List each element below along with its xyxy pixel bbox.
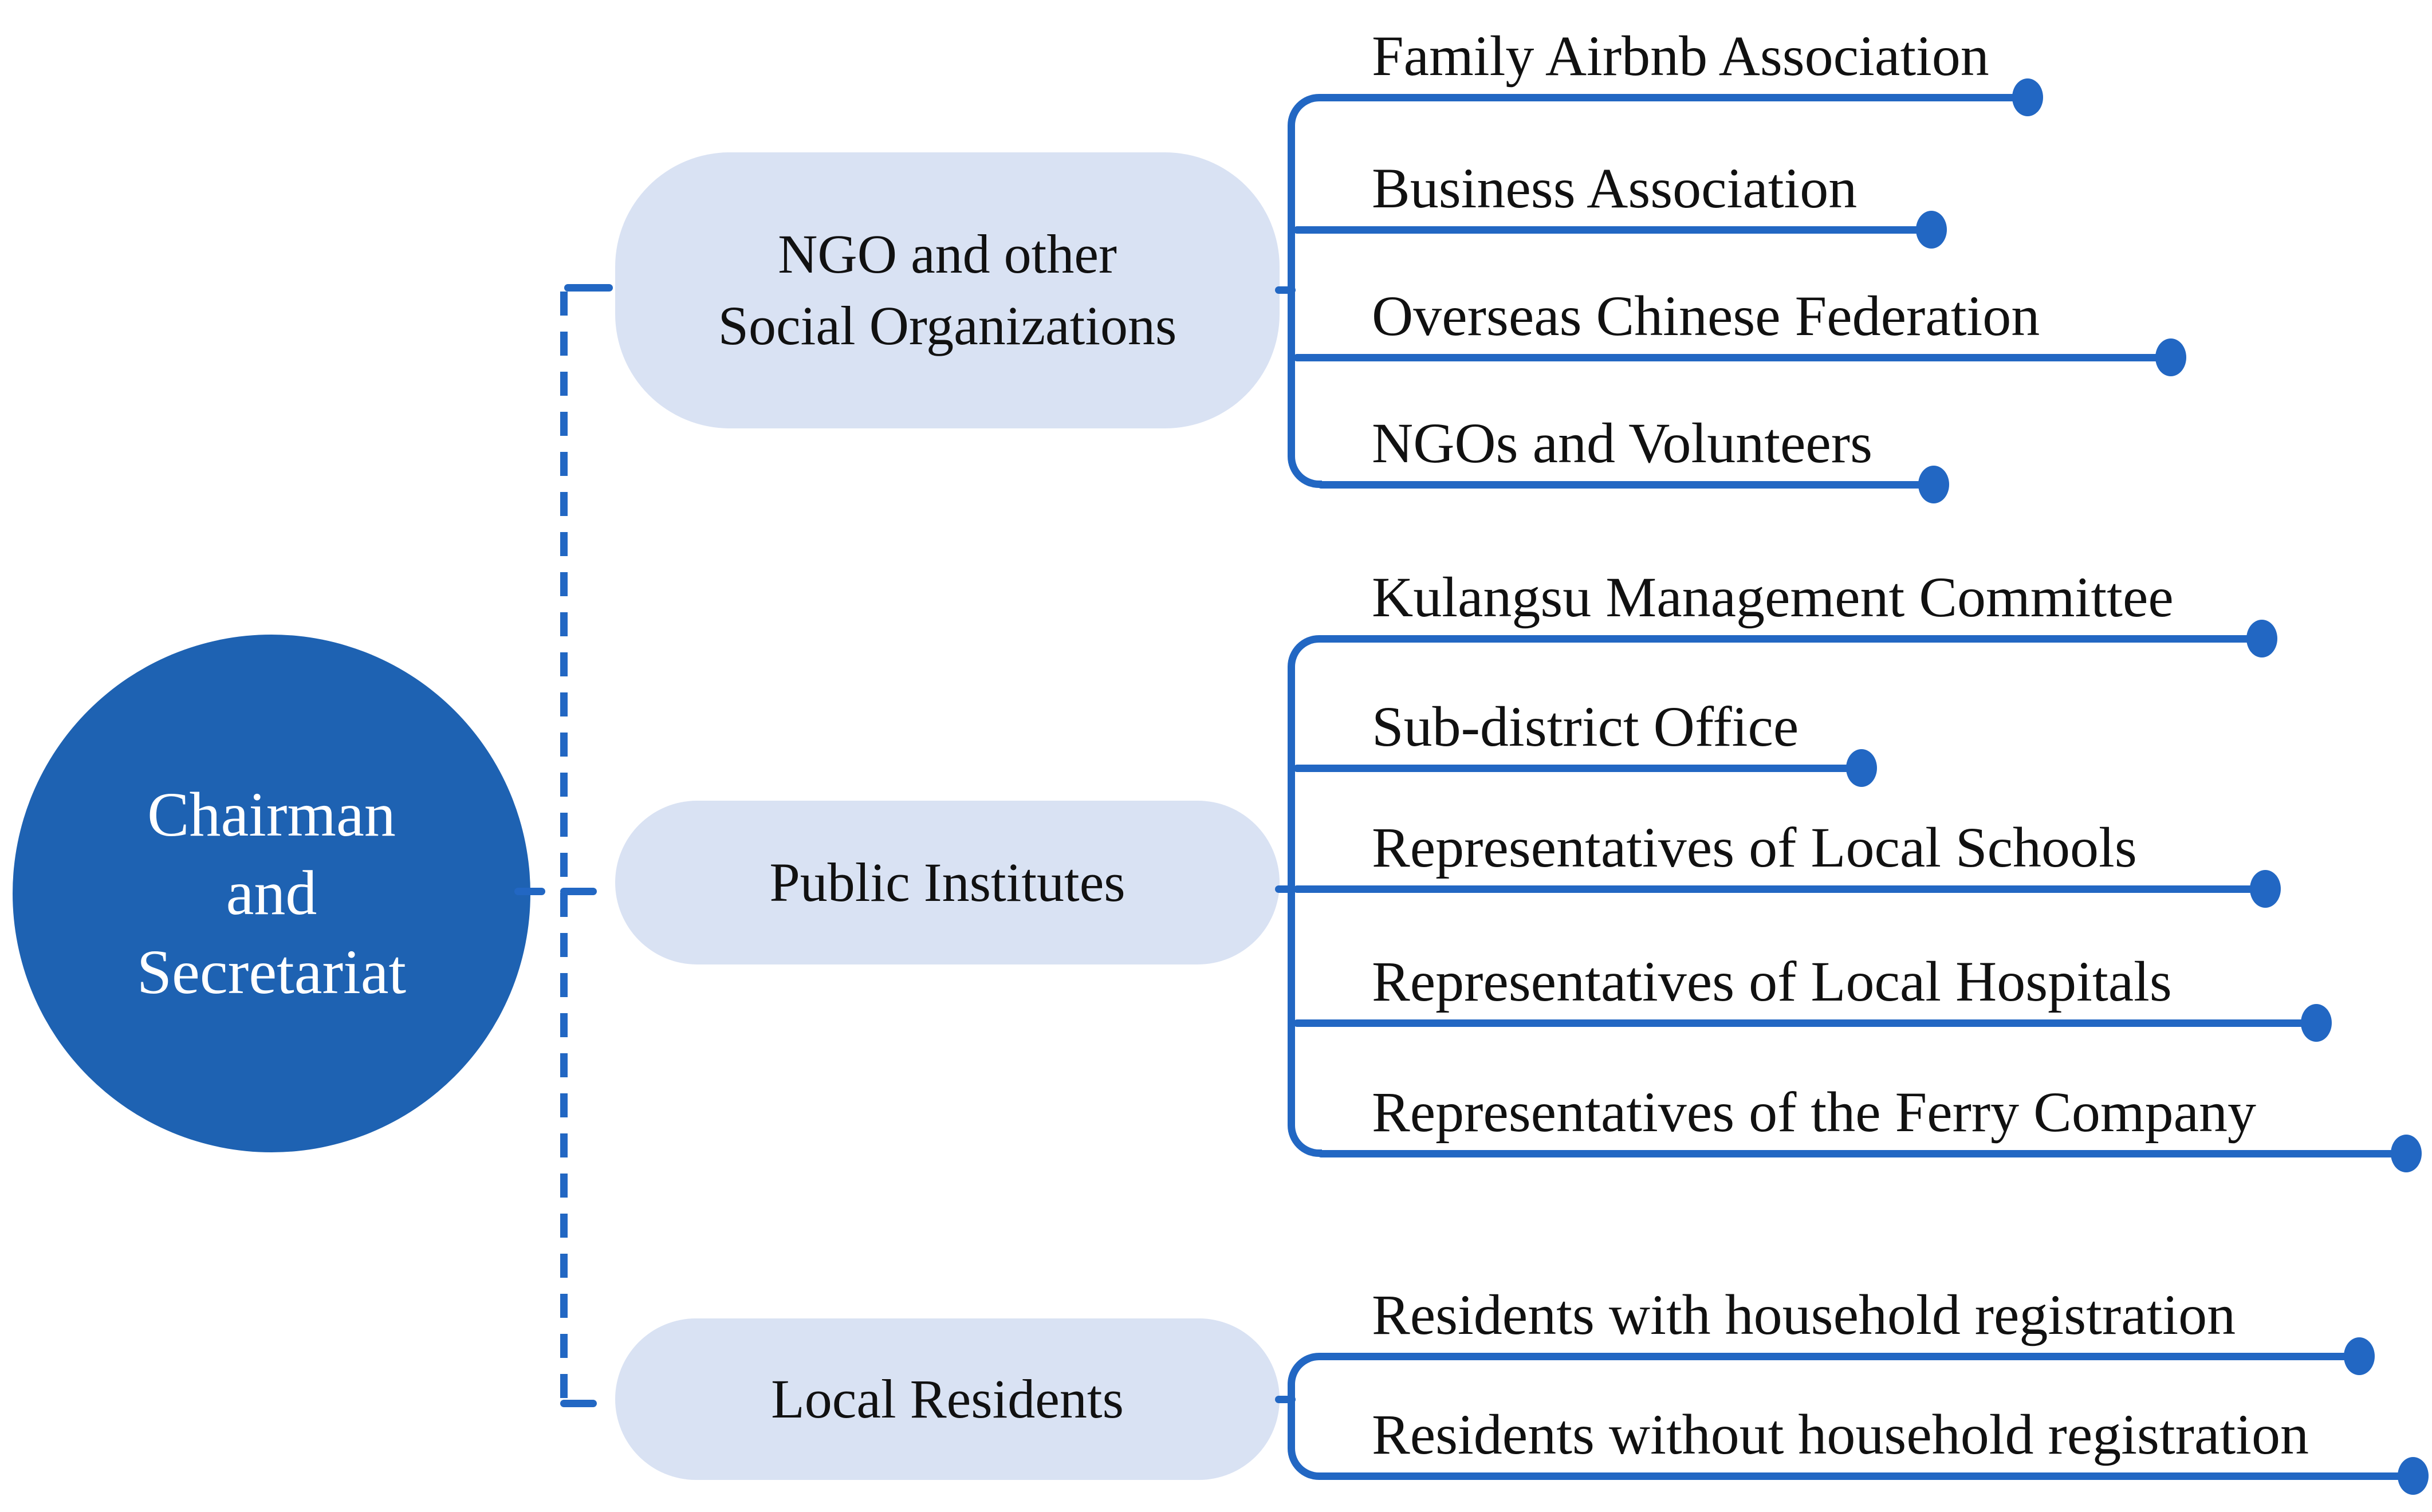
leaf-line: [1317, 1150, 2406, 1157]
branch-box-ngo: NGO and other Social Organizations: [615, 152, 1280, 428]
leaf-label: Kulangsu Management Committee: [1372, 565, 2174, 629]
bracket-ngo: [1288, 94, 1322, 488]
leaf-label: Representatives of Local Schools: [1372, 816, 2137, 879]
leaf-dot: [2246, 620, 2277, 657]
leaf-label: NGOs and Volunteers: [1372, 411, 1873, 475]
leaf-dot: [2344, 1337, 2375, 1375]
leaf-dot: [2301, 1004, 2332, 1042]
leaf-label: Representatives of the Ferry Company: [1372, 1080, 2257, 1144]
leaf-dot: [2012, 78, 2043, 116]
bracket-residents: [1288, 1353, 1322, 1480]
leaf-dot: [1846, 749, 1877, 787]
leaf-line: [1293, 765, 1862, 772]
branch-box-ngo-label: NGO and other Social Organizations: [718, 223, 1177, 356]
leaf-dot: [2391, 1135, 2422, 1172]
leaf-dot: [1918, 466, 1949, 503]
chairman-secretariat-label: Chairman and Secretariat: [136, 779, 407, 1007]
branch-box-local-residents: Local Residents: [615, 1318, 1280, 1480]
leaf-label: Family Airbnb Association: [1372, 24, 1989, 88]
leaf-dot: [2155, 338, 2186, 376]
leaf-line: [1317, 1353, 2359, 1360]
chairman-secretariat-node: Chairman and Secretariat: [13, 635, 530, 1152]
leaf-dot: [1916, 211, 1947, 249]
branch-box-public-institutes: Public Institutes: [615, 801, 1280, 964]
trunk-dashed-line: [560, 292, 568, 1403]
leaf-line: [1293, 354, 2171, 361]
leaf-line: [1293, 1019, 2316, 1027]
leaf-label: Overseas Chinese Federation: [1372, 284, 2040, 348]
leaf-label: Residents with household registration: [1372, 1283, 2236, 1346]
leaf-line: [1293, 885, 2265, 893]
leaf-line: [1317, 635, 2262, 643]
leaf-dot: [2398, 1457, 2429, 1495]
leaf-line: [1293, 226, 1931, 234]
leaf-line: [1317, 1472, 2413, 1480]
leaf-label: Representatives of Local Hospitals: [1372, 950, 2172, 1013]
branch-box-public-institutes-label: Public Institutes: [769, 851, 1126, 913]
trunk-connector-bottom: [560, 1400, 597, 1407]
leaf-dot: [2250, 870, 2281, 908]
leaf-label: Sub-district Office: [1372, 695, 1799, 758]
leaf-line: [1317, 481, 1934, 489]
trunk-connector-middle-a: [514, 888, 545, 895]
bracket-public: [1288, 635, 1322, 1157]
branch-box-local-residents-label: Local Residents: [771, 1368, 1124, 1430]
leaf-label: Business Association: [1372, 156, 1858, 220]
leaf-line: [1317, 94, 2028, 101]
leaf-label: Residents without household registration: [1372, 1403, 2309, 1466]
trunk-connector-top: [564, 284, 613, 292]
trunk-connector-middle-b: [560, 888, 597, 895]
